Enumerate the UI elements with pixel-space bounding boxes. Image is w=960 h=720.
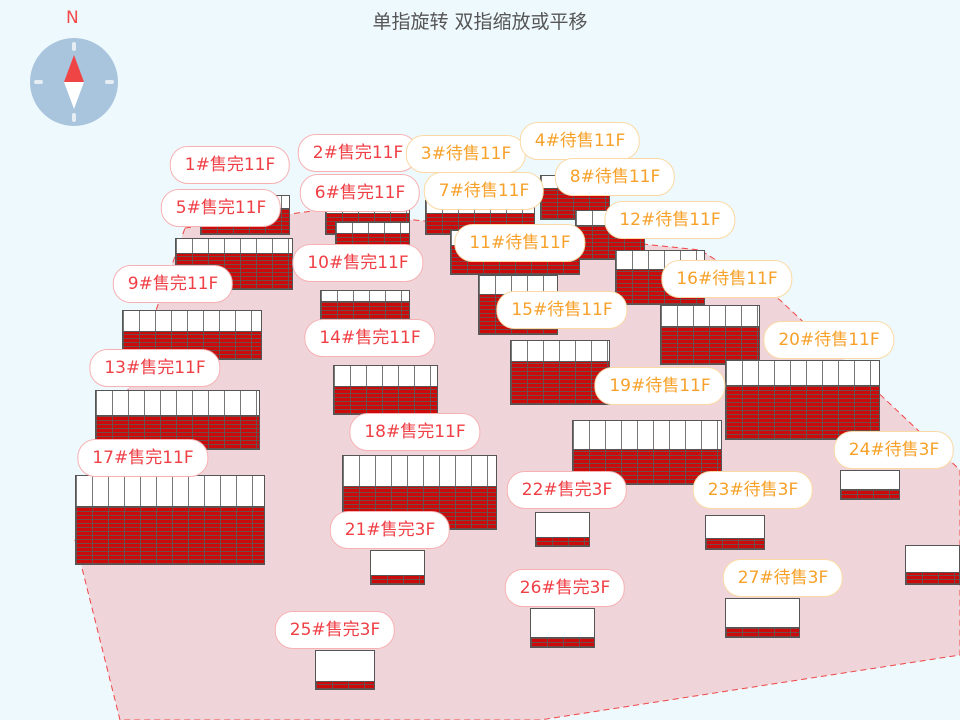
building-block[interactable]: [75, 475, 265, 565]
building-label[interactable]: 10#售完11F: [292, 244, 424, 282]
building-block[interactable]: [535, 512, 590, 547]
building-roof: [333, 365, 438, 387]
building-roof: [535, 512, 590, 538]
building-label[interactable]: 21#售完3F: [329, 511, 451, 549]
building-label[interactable]: 22#售完3F: [506, 471, 628, 509]
building-label[interactable]: 24#待售3F: [833, 431, 955, 469]
building-block[interactable]: [840, 470, 900, 500]
building-block[interactable]: [660, 305, 760, 365]
building-roof: [840, 470, 900, 490]
building-roof: [315, 650, 375, 682]
building-block[interactable]: [905, 545, 960, 585]
building-roof: [725, 360, 880, 386]
building-roof: [705, 515, 765, 539]
building-roof: [342, 455, 497, 487]
building-roof: [122, 310, 262, 332]
building-roof: [175, 238, 293, 254]
building-roof: [905, 545, 960, 573]
building-roof: [95, 390, 260, 416]
building-roof: [660, 305, 760, 327]
building-label[interactable]: 20#待售11F: [763, 321, 895, 359]
building-block[interactable]: [510, 340, 610, 405]
building-roof: [370, 550, 425, 576]
building-label[interactable]: 5#售完11F: [160, 189, 282, 227]
building-label[interactable]: 4#待售11F: [519, 122, 641, 160]
building-roof: [572, 420, 722, 450]
building-roof: [320, 290, 410, 302]
building-block[interactable]: [725, 360, 880, 440]
building-label[interactable]: 19#待售11F: [594, 367, 726, 405]
building-label[interactable]: 8#待售11F: [554, 158, 676, 196]
building-label[interactable]: 1#售完11F: [169, 146, 291, 184]
building-block[interactable]: [705, 515, 765, 550]
building-block[interactable]: [122, 310, 262, 360]
building-label[interactable]: 9#售完11F: [112, 265, 234, 303]
building-block[interactable]: [530, 608, 595, 648]
building-label[interactable]: 12#待售11F: [604, 201, 736, 239]
building-roof: [75, 475, 265, 507]
building-label[interactable]: 11#待售11F: [454, 224, 586, 262]
building-label[interactable]: 25#售完3F: [274, 611, 396, 649]
building-label[interactable]: 3#待售11F: [405, 135, 527, 173]
gesture-hint-title: 单指旋转 双指缩放或平移: [372, 11, 588, 33]
building-block[interactable]: [335, 222, 410, 247]
building-block[interactable]: [572, 420, 722, 485]
building-label[interactable]: 16#待售11F: [661, 260, 793, 298]
building-label[interactable]: 2#售完11F: [297, 134, 419, 172]
building-block[interactable]: [320, 290, 410, 320]
building-roof: [530, 608, 595, 638]
building-block[interactable]: [370, 550, 425, 585]
building-label[interactable]: 14#售完11F: [304, 319, 436, 357]
compass-icon[interactable]: [30, 38, 118, 126]
building-label[interactable]: 17#售完11F: [77, 439, 209, 477]
building-label[interactable]: 15#待售11F: [496, 291, 628, 329]
building-roof: [510, 340, 610, 362]
building-block[interactable]: [725, 598, 800, 638]
compass-needle-icon: [64, 55, 84, 109]
building-roof: [335, 222, 410, 234]
building-label[interactable]: 6#售完11F: [299, 174, 421, 212]
building-label[interactable]: 27#待售3F: [722, 559, 844, 597]
building-label[interactable]: 7#待售11F: [423, 172, 545, 210]
building-label[interactable]: 18#售完11F: [349, 413, 481, 451]
north-label: N: [66, 8, 79, 28]
building-label[interactable]: 13#售完11F: [89, 349, 221, 387]
building-roof: [478, 275, 558, 295]
building-roof: [725, 598, 800, 628]
building-block[interactable]: [315, 650, 375, 690]
building-block[interactable]: [333, 365, 438, 415]
building-label[interactable]: 23#待售3F: [692, 471, 814, 509]
building-label[interactable]: 26#售完3F: [504, 569, 626, 607]
